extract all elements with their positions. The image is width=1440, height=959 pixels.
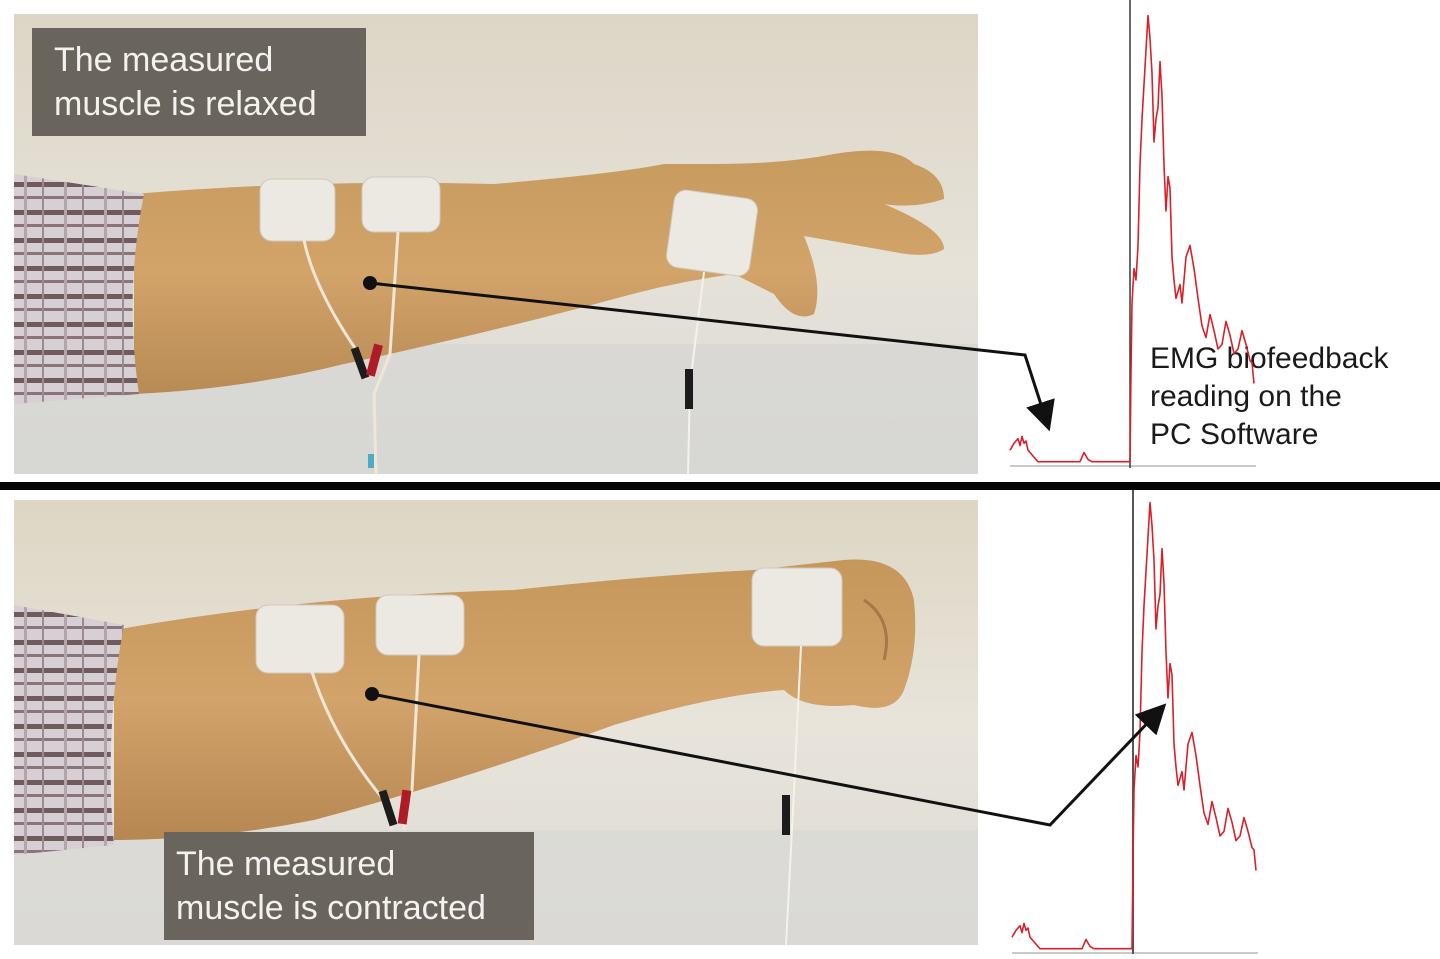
photo-relaxed-arm: [14, 14, 978, 474]
caption-relaxed: The measured muscle is relaxed: [32, 28, 366, 136]
black-lead-connector: [350, 346, 370, 380]
pointer-relaxed: [363, 276, 1055, 432]
emg-signal-trace: [1009, 14, 1255, 463]
caption-relaxed-line2: muscle is relaxed: [54, 85, 317, 123]
reference-electrode-pad: [751, 567, 843, 647]
relaxed-arm-illustration: [14, 14, 978, 474]
reference-lead-connector: [685, 369, 693, 409]
emg-label-line1: EMG biofeedback: [1150, 342, 1389, 375]
emg-chart-contracted: [1011, 490, 1258, 954]
caption-contracted-line2: muscle is contracted: [176, 889, 486, 927]
red-lead-connector: [365, 343, 383, 377]
emg-signal-trace: [1011, 501, 1257, 950]
caption-contracted-line1: The measured: [176, 845, 396, 883]
red-lead-connector: [397, 789, 412, 825]
blue-lead-connector: [368, 454, 374, 468]
electrode-pad-1: [255, 604, 345, 674]
electrode-pad-1: [259, 178, 336, 242]
electrode-pad-2: [375, 594, 465, 656]
emg-label-line3: PC Software: [1150, 418, 1319, 451]
pointer-arrow: [369, 281, 1055, 432]
caption-contracted: The measured muscle is contracted: [164, 832, 534, 940]
shirt-sleeve: [14, 174, 144, 404]
emg-chart-relaxed: [1009, 0, 1256, 468]
electrode-pad-2: [361, 176, 441, 233]
emg-label-line2: reading on the: [1150, 380, 1342, 413]
emg-biofeedback-label: EMG biofeedback reading on the PC Softwa…: [1150, 340, 1388, 454]
pointer-contracted: [365, 687, 1167, 827]
black-lead-connector: [378, 789, 398, 827]
pointer-arrow: [371, 692, 1167, 827]
reference-lead-connector: [782, 795, 790, 835]
reference-electrode-pad: [666, 189, 758, 277]
panel-divider: [0, 482, 1440, 490]
shirt-sleeve: [14, 605, 124, 855]
caption-relaxed-line1: The measured: [54, 41, 274, 79]
